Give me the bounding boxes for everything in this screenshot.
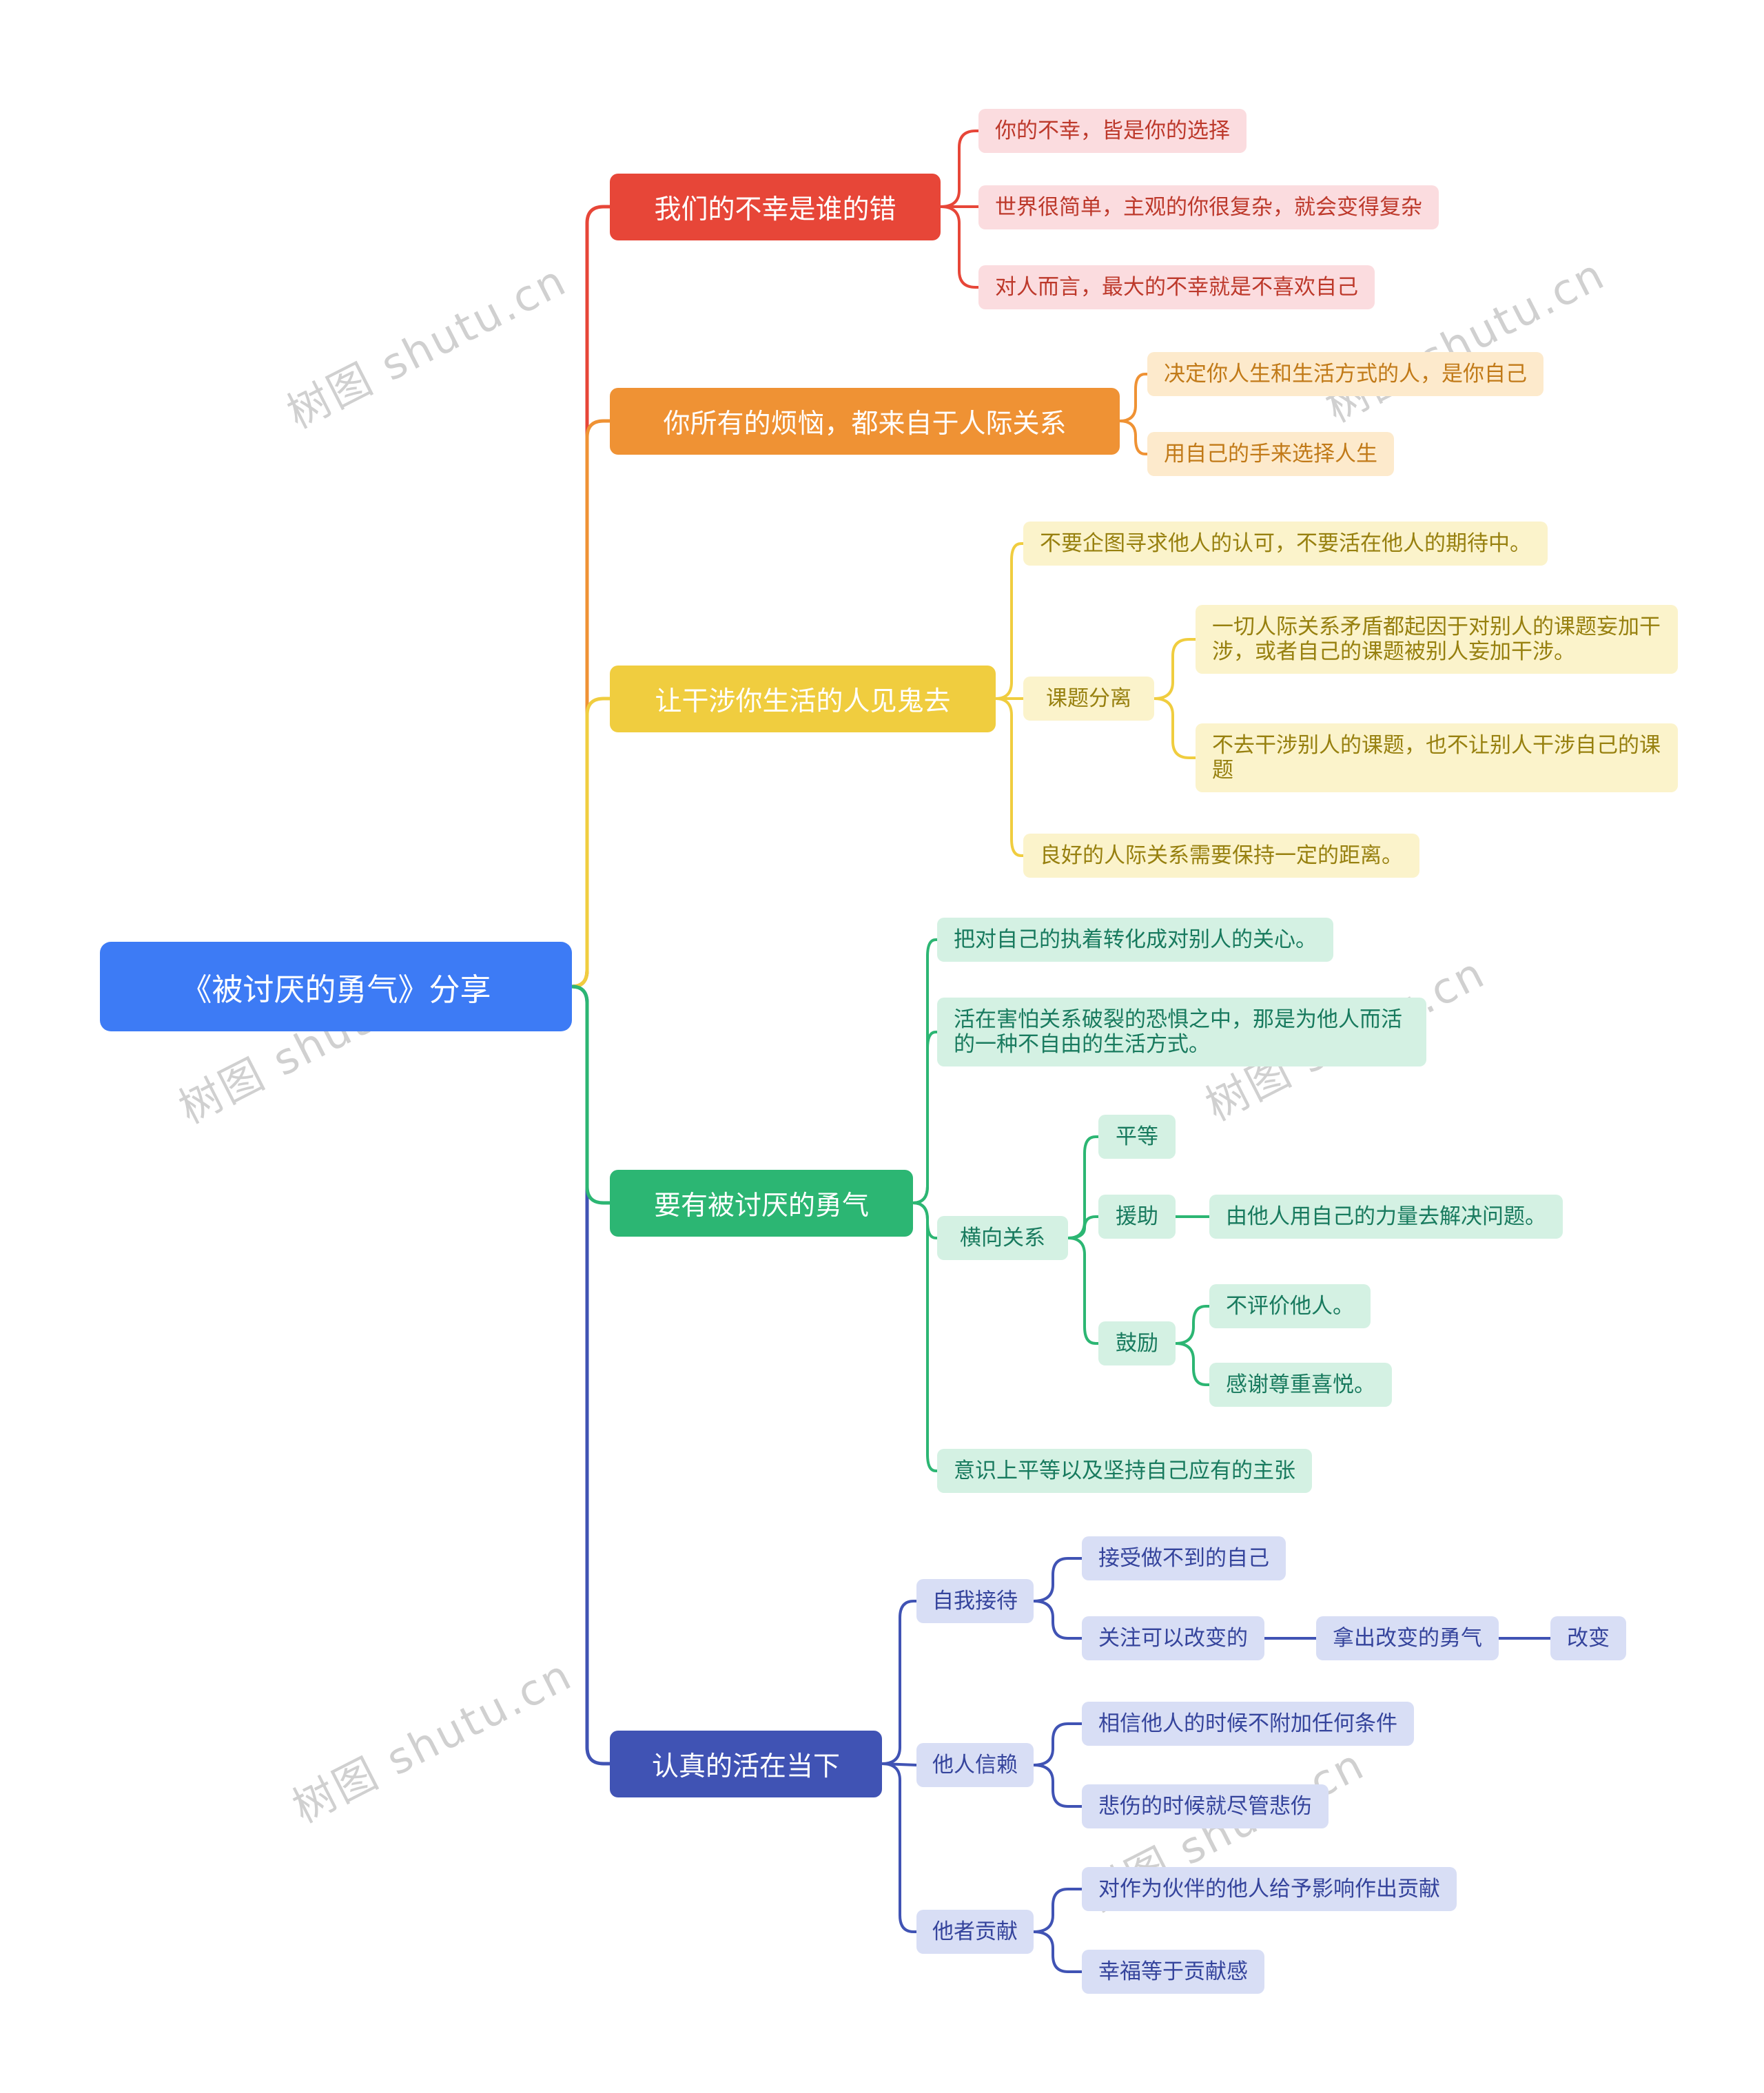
connector [939, 205, 980, 289]
leaf-node-assistance[interactable]: 援助 [1098, 1195, 1176, 1239]
connector [1032, 1722, 1083, 1766]
leaf-node[interactable]: 相信他人的时候不附加任何条件 [1082, 1702, 1414, 1746]
leaf-node[interactable]: 由他人用自己的力量去解决问题。 [1209, 1195, 1563, 1239]
leaf-node-task-separation[interactable]: 课题分离 [1023, 677, 1154, 721]
branch-node-live-in-the-present[interactable]: 认真的活在当下 [610, 1731, 882, 1797]
connector [1174, 1305, 1211, 1345]
connector [1118, 373, 1149, 422]
connector [912, 1031, 939, 1204]
root-node[interactable]: 《被讨厌的勇气》分享 [100, 942, 572, 1031]
leaf-node-trust-in-others[interactable]: 他人信赖 [916, 1743, 1034, 1787]
leaf-node-contribution-to-others[interactable]: 他者贡献 [916, 1910, 1034, 1954]
leaf-node[interactable]: 感谢尊重喜悦。 [1209, 1363, 1392, 1407]
branch-node-whose-fault[interactable]: 我们的不幸是谁的错 [610, 174, 941, 240]
leaf-node[interactable]: 把对自己的执着转化成对别人的关心。 [937, 918, 1333, 962]
connector [912, 1202, 939, 1472]
connector [1032, 1764, 1083, 1808]
leaf-node-equality[interactable]: 平等 [1098, 1115, 1176, 1159]
leaf-node[interactable]: 对人而言，最大的不幸就是不喜欢自己 [978, 265, 1375, 309]
leaf-node[interactable]: 一切人际关系矛盾都起因于对别人的课题妄加干涉，或者自己的课题被别人妄加干涉。 [1196, 605, 1678, 674]
leaf-node[interactable]: 决定你人生和生活方式的人，是你自己 [1147, 352, 1544, 396]
connector [1174, 1342, 1211, 1386]
leaf-node[interactable]: 世界很简单，主观的你很复杂，就会变得复杂 [978, 185, 1439, 229]
connector [1067, 1237, 1100, 1345]
connector-root-branch2 [570, 419, 612, 989]
connector [1067, 1215, 1100, 1239]
leaf-node[interactable]: 你的不幸，皆是你的选择 [978, 109, 1247, 153]
connector [1153, 638, 1197, 700]
leaf-node[interactable]: 悲伤的时候就尽管悲伤 [1082, 1784, 1329, 1828]
leaf-node[interactable]: 用自己的手来选择人生 [1147, 432, 1394, 476]
leaf-node[interactable]: 幸福等于贡献感 [1082, 1950, 1264, 1994]
connector [881, 1600, 918, 1765]
leaf-node-change[interactable]: 改变 [1550, 1616, 1626, 1660]
watermark: 树图 shutu.cn [278, 254, 575, 439]
connector [994, 542, 1025, 700]
leaf-node-self-acceptance[interactable]: 自我接待 [916, 1579, 1034, 1623]
branch-node-courage-to-be-disliked[interactable]: 要有被讨厌的勇气 [610, 1170, 913, 1237]
connector [1032, 1600, 1083, 1640]
connector-root-branch1 [570, 205, 612, 989]
leaf-node[interactable]: 良好的人际关系需要保持一定的距离。 [1023, 834, 1419, 878]
leaf-node-focus-on-changeable[interactable]: 关注可以改变的 [1082, 1616, 1264, 1660]
leaf-node[interactable]: 对作为伙伴的他人给予影响作出贡献 [1082, 1867, 1457, 1911]
connector [1067, 1135, 1100, 1239]
connector [912, 1202, 939, 1239]
branch-node-interpersonal-troubles[interactable]: 你所有的烦恼，都来自于人际关系 [610, 388, 1120, 455]
connector [1032, 1557, 1083, 1602]
connector [1032, 1888, 1083, 1933]
watermark: 树图 shutu.cn [284, 1649, 581, 1833]
connector-root-branch4 [570, 984, 612, 1205]
connector [994, 697, 1025, 857]
leaf-node[interactable]: 不要企图寻求他人的认可，不要活在他人的期待中。 [1023, 522, 1548, 566]
connector [881, 1762, 918, 1766]
connector [939, 130, 980, 208]
connector [1032, 1930, 1083, 1973]
leaf-node[interactable]: 不评价他人。 [1209, 1284, 1371, 1328]
connector [881, 1762, 918, 1933]
leaf-node[interactable]: 不去干涉别人的课题，也不让别人干涉自己的课题 [1196, 723, 1678, 792]
leaf-node-encouragement[interactable]: 鼓励 [1098, 1321, 1176, 1365]
leaf-node-courage-to-change[interactable]: 拿出改变的勇气 [1316, 1616, 1499, 1660]
connector [912, 938, 939, 1204]
leaf-node[interactable]: 活在害怕关系破裂的恐惧之中，那是为他人而活的一种不自由的生活方式。 [937, 998, 1426, 1066]
connector-root-branch3 [570, 697, 612, 989]
connector-root-branch5 [570, 984, 612, 1766]
leaf-node-horizontal-relationship[interactable]: 横向关系 [937, 1216, 1068, 1260]
leaf-node[interactable]: 意识上平等以及坚持自己应有的主张 [937, 1449, 1312, 1493]
leaf-node[interactable]: 接受做不到的自己 [1082, 1536, 1286, 1580]
branch-node-let-interferers-go[interactable]: 让干涉你生活的人见鬼去 [610, 666, 996, 732]
connector [1118, 420, 1149, 455]
connector [1153, 697, 1197, 759]
